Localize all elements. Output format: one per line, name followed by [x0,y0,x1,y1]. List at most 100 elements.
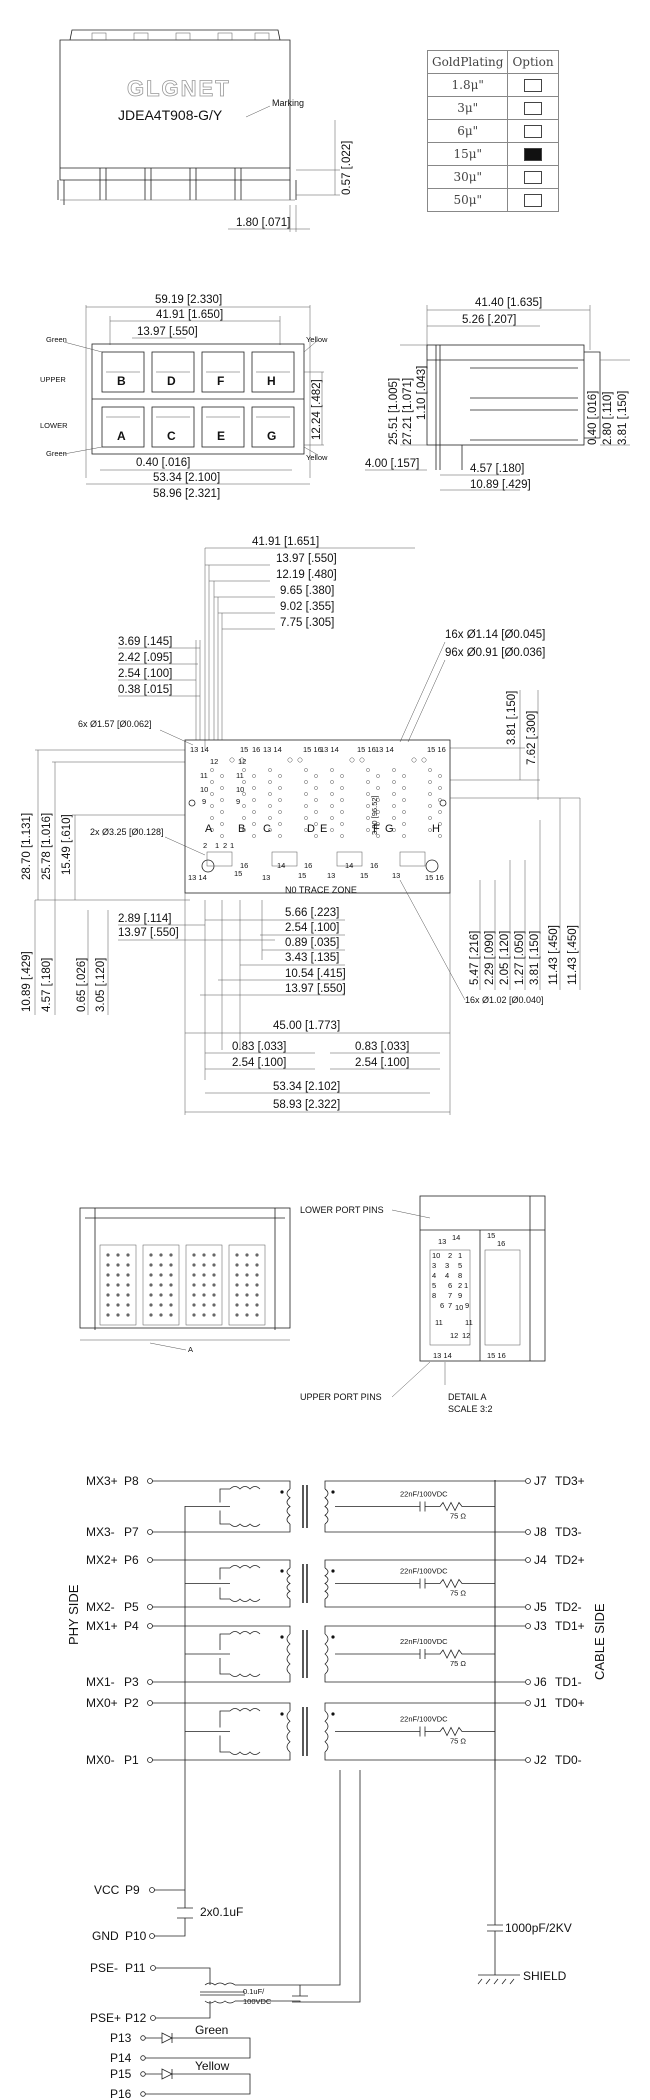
upper-ports [101,351,295,393]
pse-cap-label-1: 0.1uF/ [243,1987,265,1996]
cable-pin-number: J1 [534,1696,547,1710]
pin-hole [210,804,214,808]
option-checkbox[interactable] [524,148,543,161]
pin-dot [159,1273,163,1277]
plating-row: 6μ" [426,119,559,143]
pin-hole [252,834,256,838]
shield-cap-label: 1000pF/2KV [505,1921,572,1935]
pin-hole [252,810,256,814]
pin-dot [126,1293,130,1297]
pin-hole [340,774,344,778]
pin-hole [304,816,308,820]
phy-pin-name: MX1+ [86,1619,118,1633]
pin-hole [340,786,344,790]
pin-hole [428,816,432,820]
option-checkbox[interactable] [524,194,543,207]
det-pin-4b: 4 [445,1271,449,1280]
polarity-dot [280,1569,284,1573]
plating-row: 1.8μ" [426,73,559,97]
pse-minus-label: PSE- [90,1961,118,1975]
det-pin-11b: 11 [465,1318,473,1327]
dim-fp-41-91: 41.91 [1.651] [252,536,319,548]
pin-dot [192,1253,196,1257]
dim-fp-2-54b: 2.54 [.100] [355,1057,409,1069]
pin-dot [169,1313,173,1317]
dim-fp-15-49: 15.49 [.610] [61,814,73,875]
vcc-pin: P9 [125,1883,140,1897]
pin-dot [126,1263,130,1267]
pin-hole [220,822,224,826]
option-checkbox[interactable] [524,125,543,138]
dim-10-89: 10.89 [.429] [470,479,531,491]
pin-hole [340,822,344,826]
pin-dot [116,1293,120,1297]
led-pin-13: P13 [110,2031,132,2045]
resistor-label: 75 Ω [450,1737,466,1746]
pin-hole [402,798,406,802]
option-checkbox[interactable] [524,171,543,184]
pin-hole [340,798,344,802]
pin-hole [366,792,370,796]
pin-dot [202,1313,206,1317]
fp-pin-top-8: 13 14 [375,745,394,754]
pin-terminal [525,1529,531,1535]
pin-dot [235,1273,239,1277]
pin-hole [330,768,334,772]
phy-pin-name: MX0- [86,1753,115,1767]
common-bus [184,1480,496,1770]
fp-pin-bot-12: 13 [392,871,400,880]
fp-pin-num-1b: 1 [230,841,234,850]
fp-port-c: C [263,823,271,835]
phy-pin-number: P7 [124,1525,139,1539]
lower-ports [101,406,295,448]
dim-fp-2-54a: 2.54 [.100] [232,1057,286,1069]
option-checkbox[interactable] [524,79,543,92]
fp-pin-num-9b: 9 [236,797,240,806]
phy-pin-number: P5 [124,1600,139,1614]
pin-dot [126,1313,130,1317]
pin-dot [212,1263,216,1267]
pin-hole [304,780,308,784]
fp-port-g: G [385,823,394,835]
pin-dot [192,1263,196,1267]
pin-dot [202,1283,206,1287]
pin-terminal [147,1529,153,1535]
secondary-wire [324,1625,525,1683]
pin-hole [278,786,282,790]
pin-hole [220,810,224,814]
shield-label: SHIELD [523,1969,567,1983]
dim-height: 0.57 [.022] [341,141,353,195]
bottom-view-right: LOWER PORT PINS UPPER PORT PINS DETAIL A… [300,1195,546,1414]
pin-hole [366,828,370,832]
pin-hole [278,810,282,814]
dim-fp-5-66: 5.66 [.223] [285,907,339,919]
pin-dot [149,1303,153,1307]
pin-hole [314,822,318,826]
fp-pin-bot-3: 16 [240,861,248,870]
pin-hole [210,780,214,784]
det-pin-5a: 5 [432,1281,436,1290]
dim-12-24: 12.24 [.482] [311,379,323,440]
phy-pin-number: P6 [124,1553,139,1567]
option-checkbox[interactable] [524,102,543,115]
dim-fp-3-81-r: 3.81 [.150] [529,931,541,985]
resistor-label: 75 Ω [450,1512,466,1521]
front-view: 59.19 [2.330] 41.91 [1.650] 13.97 [.550]… [40,294,328,500]
plating-row: 3μ" [426,96,559,120]
fp-pin-num-10b: 10 [236,785,244,794]
pin-dot [245,1303,249,1307]
gnd-pin: P10 [125,1929,147,1943]
det-pin-3b: 3 [445,1261,449,1270]
pin-hole [252,786,256,790]
pin-hole [314,786,318,790]
pin-hole [392,804,396,808]
pin-terminal [525,1679,531,1685]
pin-terminal [147,1757,153,1763]
det-pin-15-16: 15 16 [487,1351,506,1360]
dim-4-57: 4.57 [.180] [470,463,524,475]
pin-hole [242,792,246,796]
top-part-view: GLGNET JDEA4T908-G/Y Marking 0.57 [.022]… [57,29,353,232]
holes-note-5: 16x Ø1.02 [Ø0.040] [465,995,544,1005]
pin-dot [192,1273,196,1277]
option-header: Option [507,50,559,74]
